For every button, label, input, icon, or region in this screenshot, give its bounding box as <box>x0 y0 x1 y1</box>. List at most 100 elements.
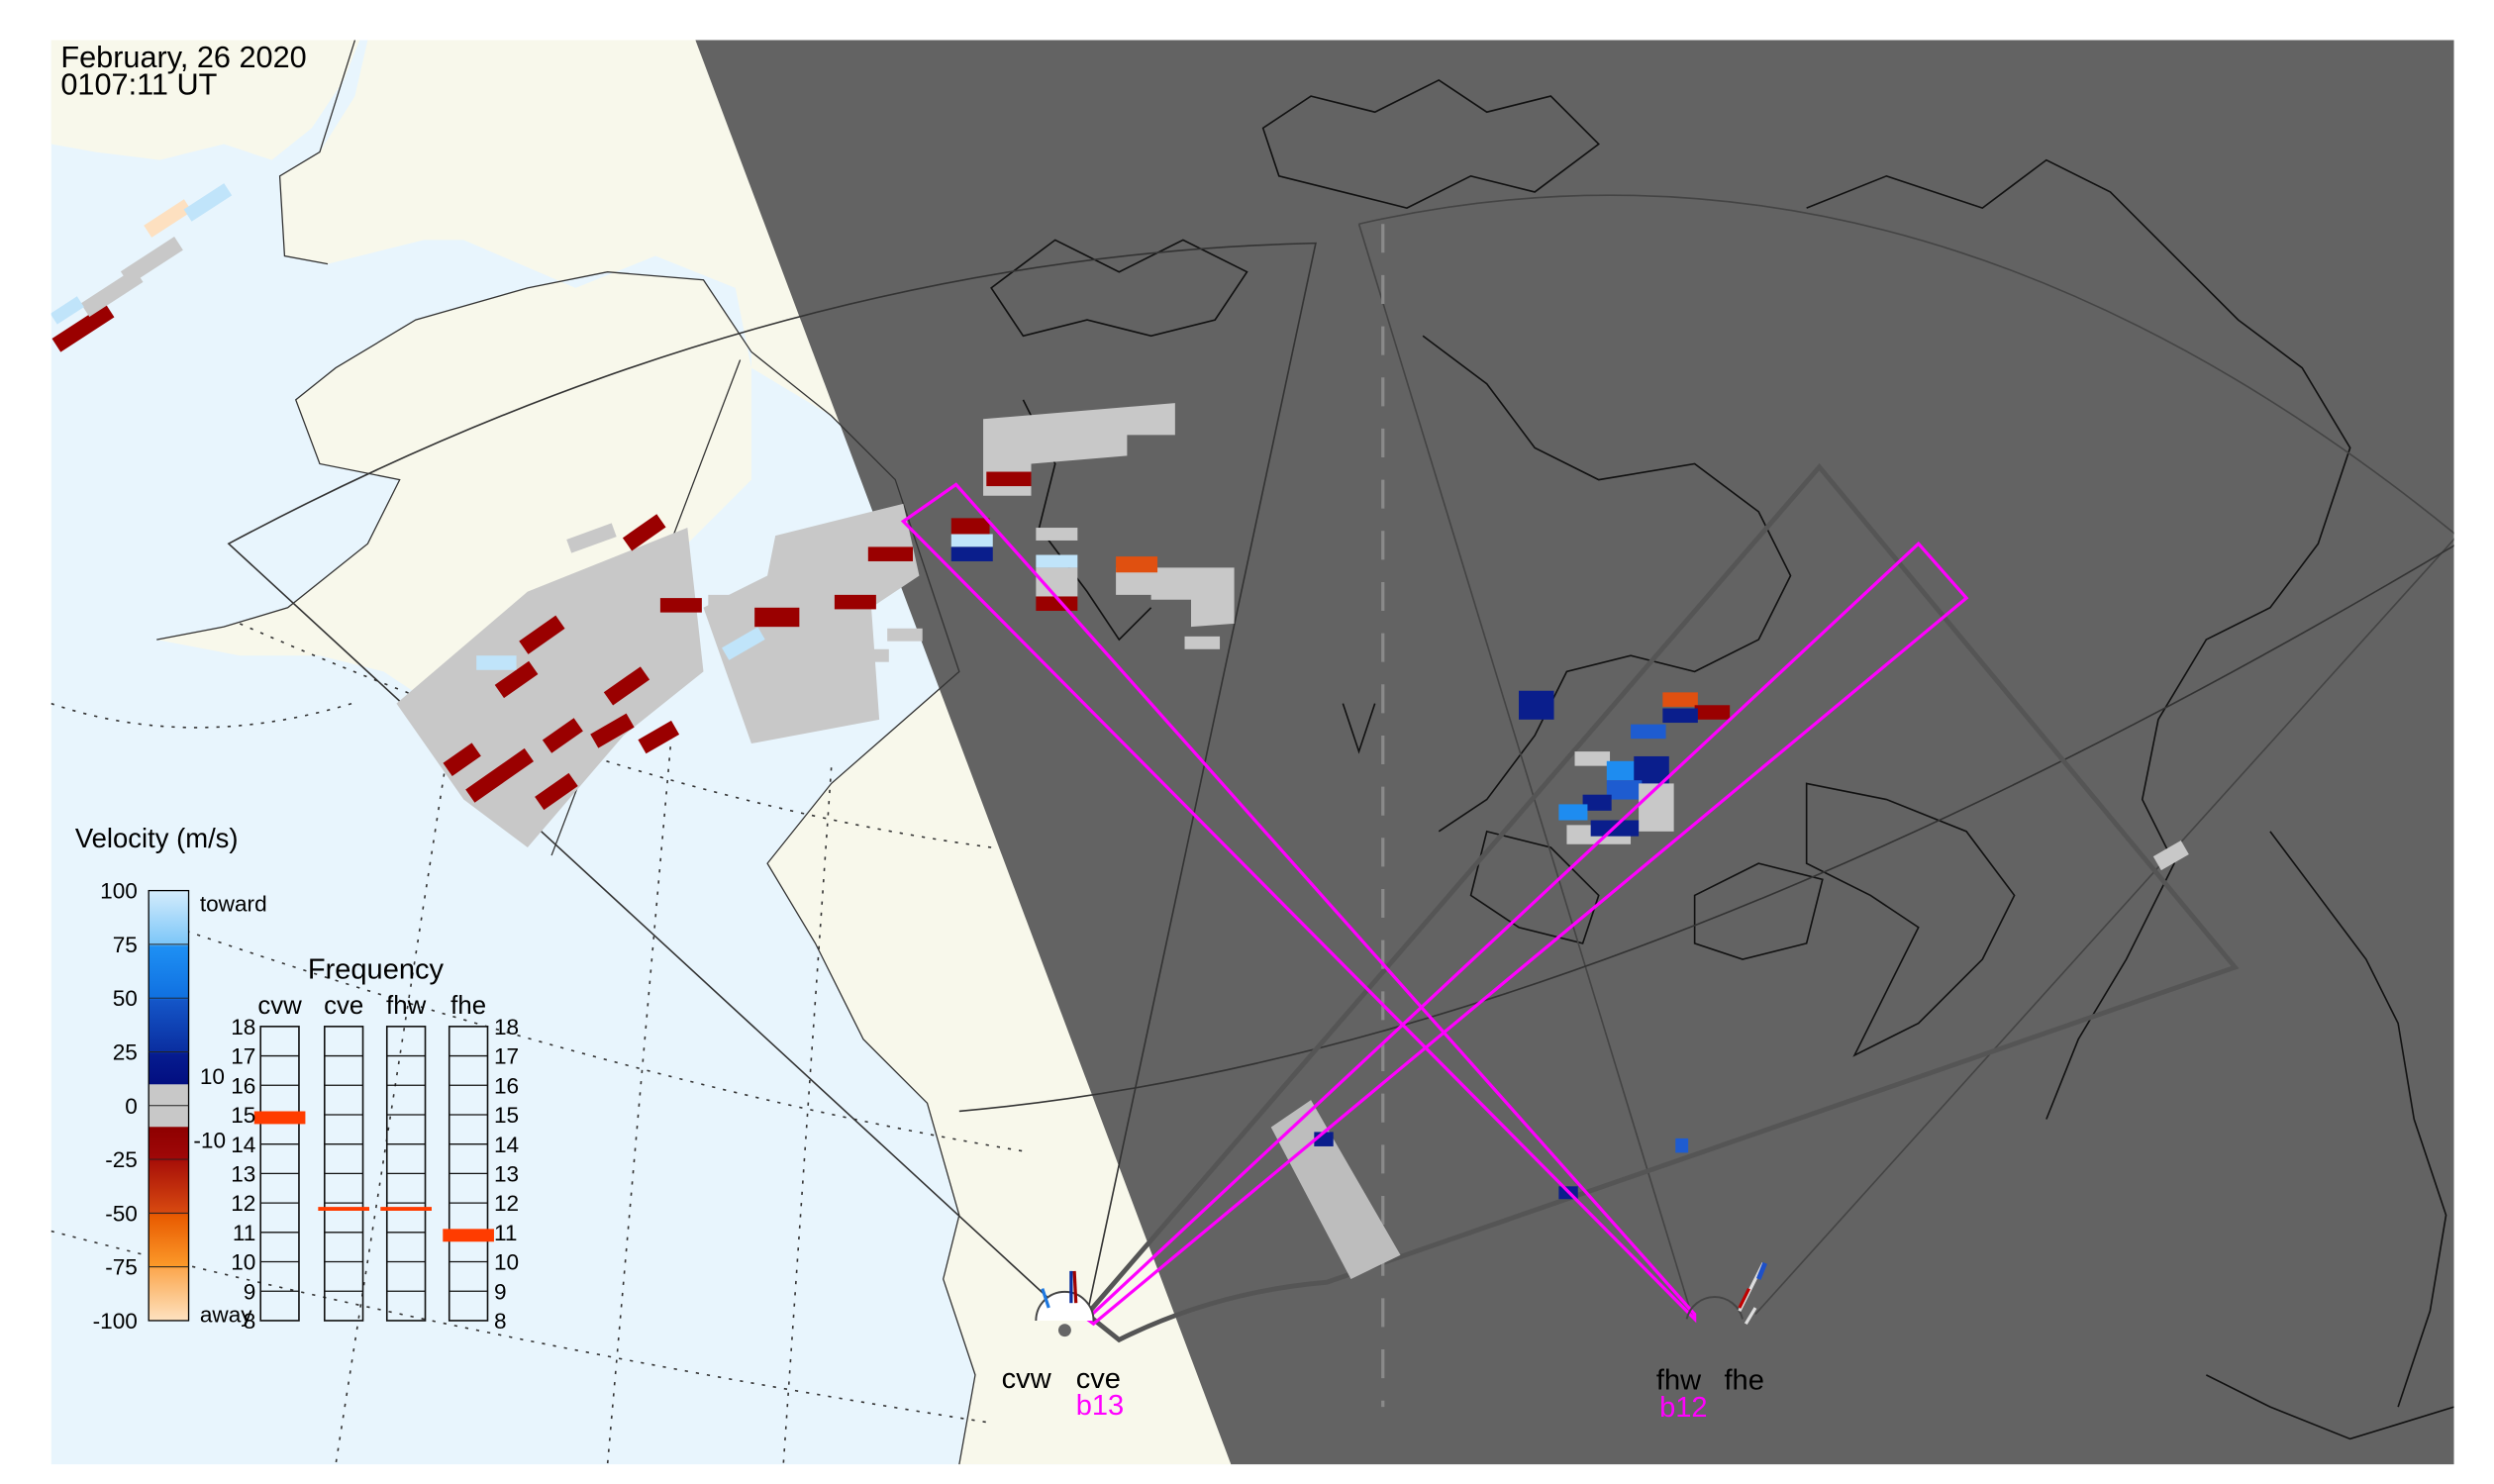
frequency-tick-left: 15 <box>231 1103 255 1128</box>
coastlines <box>990 78 2454 1440</box>
beam-b12 <box>900 482 1697 1324</box>
frequency-tick-left: 14 <box>231 1133 255 1157</box>
radar-label-fhw: fhw <box>1656 1364 1702 1396</box>
echo-cell <box>603 666 650 706</box>
toward-label: toward <box>200 892 267 917</box>
radar-label-fhe: fhe <box>1724 1364 1763 1396</box>
velocity-tick-label: -75 <box>105 1255 138 1280</box>
fov-fhw <box>1358 194 2454 535</box>
frequency-tick-right: 15 <box>494 1103 519 1128</box>
fields-of-view <box>227 194 2454 1408</box>
grid-label-10: 10 <box>200 1064 225 1089</box>
echo-cell <box>754 607 800 628</box>
beam-label-b12: b12 <box>1659 1392 1707 1424</box>
echo-patch <box>703 503 920 744</box>
echo-cell <box>638 720 680 754</box>
echo-cell <box>853 648 889 662</box>
time-label: 0107:11 UT <box>60 66 217 101</box>
echo-cell <box>722 627 765 660</box>
echo-cell <box>1036 528 1078 541</box>
frequency-radar-label-cvw: cvw <box>257 992 302 1020</box>
frequency-tick-right: 8 <box>494 1309 507 1334</box>
echo-cell <box>542 718 583 753</box>
echo-cell <box>519 615 565 654</box>
velocity-tick-label: 0 <box>125 1094 138 1119</box>
echo-cell <box>887 628 923 642</box>
echo-cell <box>2152 841 2189 871</box>
frequency-tick-right: 12 <box>494 1191 519 1216</box>
echo-cell <box>659 598 702 613</box>
echo-cell <box>1574 751 1611 766</box>
lat-lon-grid <box>50 623 1024 1465</box>
frequency-marker-cvw <box>253 1111 306 1125</box>
echo-cell <box>465 747 534 803</box>
frequency-tick-right: 10 <box>494 1250 519 1275</box>
frequency-radar-label-fhw: fhw <box>386 992 427 1020</box>
echo-cell <box>1694 705 1731 720</box>
frequency-marker-fhw <box>380 1207 432 1211</box>
frequency-tick-right: 18 <box>494 1015 519 1039</box>
echo-cell <box>494 660 539 699</box>
echo-cell <box>120 237 183 285</box>
echo-patch <box>396 528 704 847</box>
radar-label-cvw: cvw <box>1002 1363 1052 1395</box>
frequency-tick-left: 17 <box>231 1044 255 1069</box>
echo-cell <box>1036 554 1078 568</box>
echo-cell <box>1558 804 1588 821</box>
map-layer <box>50 40 2454 1465</box>
velocity-tick-label: -50 <box>105 1201 138 1226</box>
echo-cell <box>476 655 517 670</box>
echo-cell <box>950 518 990 535</box>
echo-patch <box>1116 567 1235 628</box>
velocity-legend-title: Velocity (m/s) <box>75 823 239 853</box>
date-label: February, 26 2020 <box>60 40 306 74</box>
echo-cell <box>144 199 192 238</box>
frequency-tick-left: 11 <box>233 1221 255 1245</box>
echo-cell <box>590 713 635 748</box>
echo-cell <box>834 594 876 610</box>
frequency-marker-fhe <box>443 1229 494 1242</box>
echo-cell <box>1639 783 1674 832</box>
velocity-tick-label: 75 <box>113 933 138 957</box>
frequency-tick-left: 18 <box>231 1015 255 1039</box>
cv-site-marker <box>1035 1291 1095 1321</box>
frequency-tick-right: 17 <box>494 1044 519 1069</box>
land-siberia <box>50 40 360 160</box>
echo-cell <box>1116 556 1158 573</box>
echo-cell <box>1606 780 1643 800</box>
frequency-marker-cve <box>318 1207 370 1211</box>
away-label: away <box>200 1303 252 1328</box>
echo-cell <box>51 303 115 352</box>
echo-cell <box>1662 708 1698 724</box>
frequency-tick-left: 9 <box>244 1279 256 1304</box>
beam-b13 <box>1084 541 1969 1327</box>
echo-cell <box>622 514 666 551</box>
echo-cell <box>1184 636 1221 649</box>
velocity-tick-label: -100 <box>93 1309 138 1334</box>
velocity-tick-label: 100 <box>100 879 138 904</box>
cv-site-dot <box>1057 1324 1071 1337</box>
frequency-tick-right: 9 <box>494 1279 507 1304</box>
echo-cell <box>1606 760 1640 781</box>
frequency-tick-right: 16 <box>494 1073 519 1098</box>
grid-label-minus10: -10 <box>193 1129 226 1153</box>
beam-label-b13: b13 <box>1076 1390 1124 1422</box>
frequency-tick-right: 14 <box>494 1133 519 1157</box>
highlighted-beams <box>900 482 1969 1327</box>
echo-cell <box>566 523 617 553</box>
radar-sites <box>1035 1261 1767 1337</box>
frequency-tick-left: 13 <box>231 1161 255 1186</box>
frequency-tick-left: 10 <box>231 1250 255 1275</box>
frequency-title: Frequency <box>308 953 445 985</box>
frequency-tick-left: 8 <box>244 1309 256 1334</box>
echo-cell <box>50 296 84 325</box>
frequency-tick-left: 16 <box>231 1073 255 1098</box>
velocity-tick-label: -25 <box>105 1147 138 1172</box>
radar-label-cve: cve <box>1076 1363 1121 1395</box>
frequency-tick-left: 12 <box>231 1191 255 1216</box>
coastline-outlines <box>156 40 976 1465</box>
echo-cells <box>50 183 2189 1200</box>
